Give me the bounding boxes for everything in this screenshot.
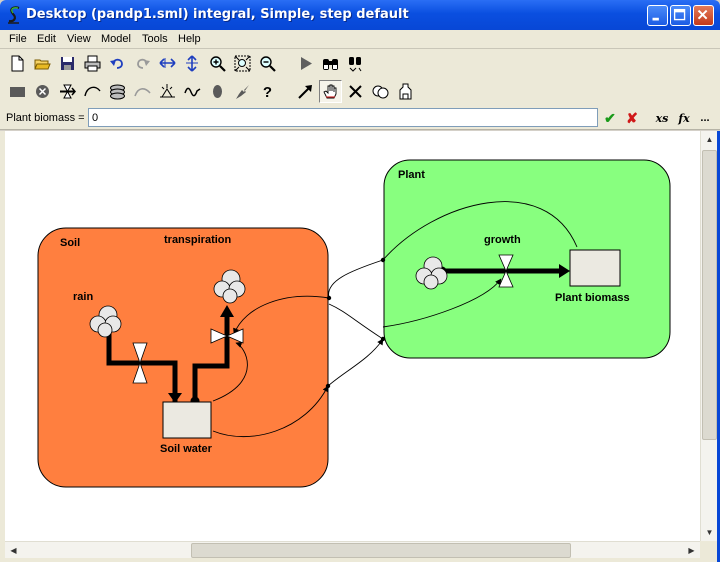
find-replace-icon[interactable]	[344, 52, 367, 75]
scroll-vertical-icon[interactable]	[181, 52, 204, 75]
menu-view[interactable]: View	[67, 33, 91, 45]
scroll-right-icon[interactable]: ▶	[688, 546, 695, 555]
arc-tool-icon[interactable]	[131, 80, 154, 103]
flow-growth-label: growth	[484, 234, 521, 246]
hand-icon[interactable]	[319, 80, 342, 103]
influence-arc	[328, 303, 384, 340]
menu-file[interactable]: File	[9, 33, 27, 45]
submodel-plant-label: Plant	[398, 169, 425, 181]
redo-icon[interactable]	[131, 52, 154, 75]
toolbar-area: ?	[0, 49, 720, 106]
flow-transpiration-valve-icon[interactable]	[210, 328, 244, 344]
variable-list-button[interactable]: xs	[655, 111, 669, 125]
wave-tool-icon[interactable]	[181, 80, 204, 103]
menu-bar: File Edit View Model Tools Help	[0, 30, 720, 49]
flow-rain-pipe[interactable]	[106, 329, 178, 403]
maximize-button[interactable]	[670, 5, 691, 26]
horizontal-scroll-thumb[interactable]	[191, 543, 571, 558]
equation-input[interactable]	[88, 108, 598, 127]
window-frame-right	[717, 131, 720, 562]
function-button[interactable]: fx	[678, 111, 690, 125]
compartment-soil-water-label: Soil water	[160, 443, 213, 455]
compartment-tool-icon[interactable]	[6, 80, 29, 103]
variable-tool-icon[interactable]	[156, 80, 179, 103]
influence-arc[interactable]	[233, 295, 330, 335]
scroll-left-icon[interactable]: ◀	[10, 546, 17, 555]
influence-tool-icon[interactable]	[81, 80, 104, 103]
submodel-soil-label: Soil	[60, 237, 80, 249]
pin-tool-icon[interactable]	[231, 80, 254, 103]
flow-growth-valve-icon[interactable]	[498, 254, 514, 288]
influence-arc[interactable]	[382, 278, 502, 328]
cloud-sink-icon[interactable]	[213, 269, 246, 304]
close-button[interactable]	[693, 5, 714, 26]
compartment-plant-biomass-label: Plant biomass	[555, 292, 630, 304]
cloud-source-icon[interactable]	[89, 305, 122, 338]
delete-icon[interactable]	[344, 80, 367, 103]
window-frame-left	[0, 131, 5, 562]
app-icon[interactable]	[6, 5, 22, 25]
more-button[interactable]: ...	[700, 112, 710, 124]
cancel-equation-button[interactable]: ✘	[626, 109, 638, 126]
model-canvas[interactable]: Soil Plant rain	[5, 131, 700, 541]
model-diagram: Soil Plant rain	[37, 159, 671, 488]
influence-arc[interactable]	[382, 201, 578, 261]
equation-label: Plant biomass =	[6, 112, 85, 124]
cloud-growth-source-icon[interactable]	[415, 256, 448, 290]
flow-transpiration-label: transpiration	[164, 234, 232, 246]
influence-arc[interactable]	[328, 259, 384, 299]
new-file-icon[interactable]	[6, 52, 29, 75]
fit-icon[interactable]	[394, 80, 417, 103]
menu-edit[interactable]: Edit	[37, 33, 56, 45]
scroll-horizontal-icon[interactable]	[156, 52, 179, 75]
menu-help[interactable]: Help	[178, 33, 201, 45]
influence-arc[interactable]	[327, 338, 384, 387]
run-icon[interactable]	[294, 52, 317, 75]
parameter-tool-icon[interactable]	[206, 80, 229, 103]
svg-text:?: ?	[263, 84, 272, 100]
horizontal-scrollbar[interactable]: ◀ ▶	[5, 541, 700, 558]
clone-icon[interactable]	[369, 80, 392, 103]
title-bar: Desktop (pandp1.sml) integral, Simple, s…	[0, 0, 720, 30]
flow-rain-valve-icon[interactable]	[132, 342, 148, 384]
zoom-out-icon[interactable]	[256, 52, 279, 75]
binoculars-icon[interactable]	[319, 52, 342, 75]
undo-icon[interactable]	[106, 52, 129, 75]
window-title: Desktop (pandp1.sml) integral, Simple, s…	[26, 7, 409, 22]
save-icon[interactable]	[56, 52, 79, 75]
vertical-scrollbar[interactable]: ▲ ▼	[700, 131, 717, 541]
window-frame-bottom	[0, 558, 720, 562]
submodel-tool-icon[interactable]	[106, 80, 129, 103]
flow-rain-label: rain	[73, 291, 93, 303]
scrollbar-corner	[700, 541, 717, 558]
submodel-soil[interactable]	[37, 227, 329, 488]
print-icon[interactable]	[81, 52, 104, 75]
compartment-plant-biomass[interactable]	[569, 249, 621, 287]
flow-transpiration-pipe[interactable]	[192, 314, 230, 401]
menu-tools[interactable]: Tools	[142, 33, 168, 45]
vertical-scroll-thumb[interactable]	[702, 150, 717, 440]
minimize-button[interactable]	[647, 5, 668, 26]
zoom-fit-icon[interactable]	[231, 52, 254, 75]
scroll-down-icon[interactable]: ▼	[705, 528, 714, 537]
influence-arc[interactable]	[212, 385, 329, 438]
source-sink-tool-icon[interactable]	[31, 80, 54, 103]
compartment-soil-water[interactable]	[162, 401, 212, 439]
open-folder-icon[interactable]	[31, 52, 54, 75]
help-icon[interactable]: ?	[256, 80, 279, 103]
accept-equation-button[interactable]: ✔	[604, 109, 616, 126]
menu-model[interactable]: Model	[101, 33, 131, 45]
scroll-up-icon[interactable]: ▲	[705, 135, 714, 144]
select-arrow-icon[interactable]	[294, 80, 317, 103]
influence-arc[interactable]	[212, 341, 248, 402]
zoom-in-icon[interactable]	[206, 52, 229, 75]
flow-tool-icon[interactable]	[56, 80, 79, 103]
equation-bar: Plant biomass = ✔ ✘ xs fx ...	[0, 106, 720, 130]
